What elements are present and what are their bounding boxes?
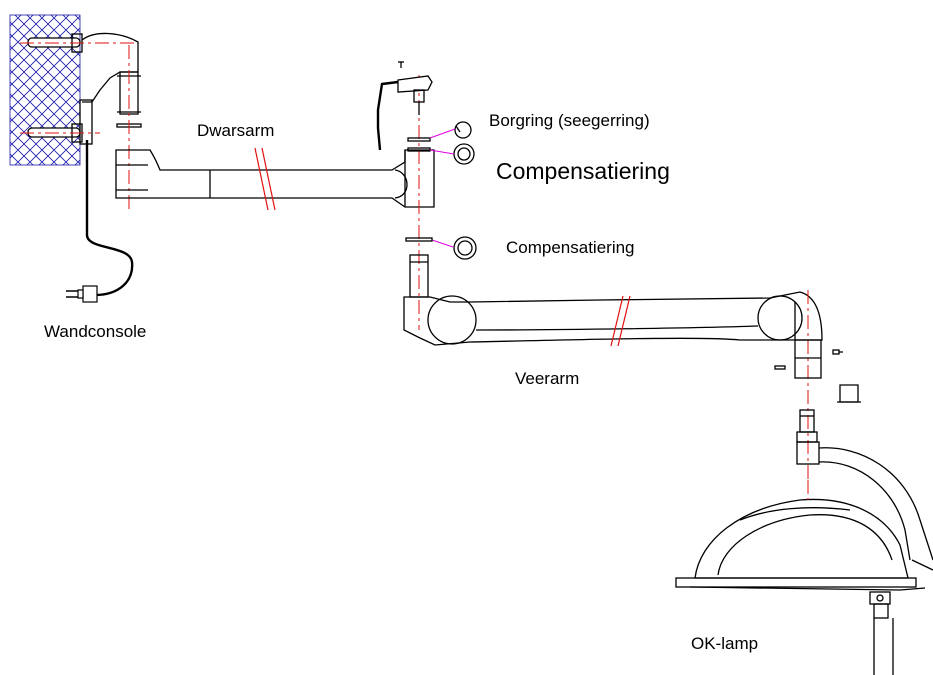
label-compensation-ring: Compensatiering [506, 238, 635, 257]
label-surgical-lamp: OK-lamp [691, 634, 759, 653]
lower-ring-side [405, 237, 433, 242]
cross-arm [115, 149, 435, 208]
label-cross-arm: Dwarsarm [197, 121, 275, 140]
lamp-connector [796, 409, 933, 561]
cross-arm-break-marks [254, 147, 276, 211]
spring-arm [403, 291, 823, 346]
label-compensation-ring-large: Compensatiering [496, 158, 670, 184]
label-wall-console: Wandconsole [44, 322, 147, 341]
surgical-lamp [675, 498, 933, 675]
label-spring-arm: Veerarm [515, 369, 580, 388]
compensation-ring-top-icon [453, 143, 475, 165]
spring-arm-end [774, 339, 861, 403]
power-cable [66, 140, 134, 303]
hinge-cap [376, 61, 433, 151]
compensation-ring-lower-icon [453, 236, 477, 260]
wall-console-centerlines [20, 42, 138, 210]
spring-arm-break-marks [610, 295, 631, 347]
leader-lines [429, 128, 456, 248]
retaining-ring-icon [454, 121, 472, 139]
label-retaining-ring: Borgring (seegerring) [489, 111, 650, 130]
top-rings-side [407, 137, 431, 152]
